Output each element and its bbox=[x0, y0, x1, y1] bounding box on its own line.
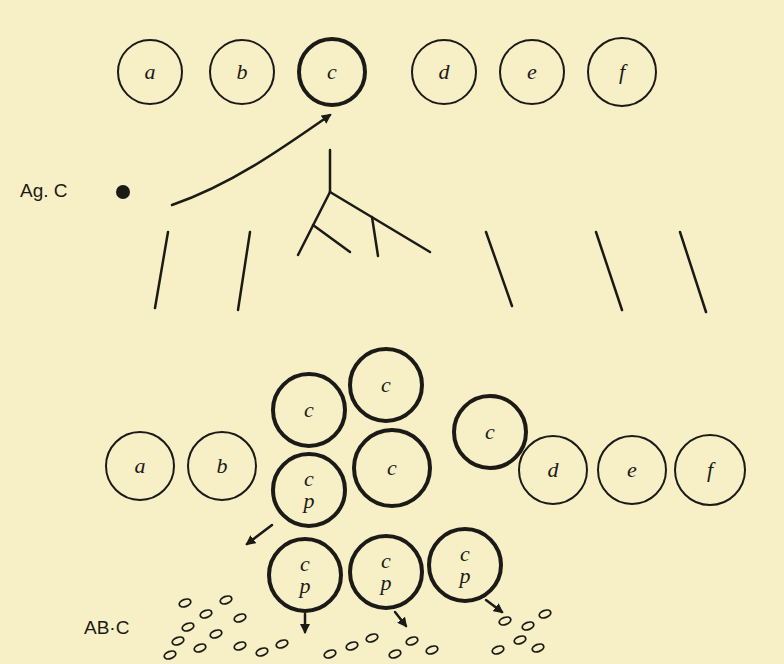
cell-circle: c bbox=[452, 394, 528, 470]
cell-circle: f bbox=[587, 37, 657, 107]
cell-circle: cp bbox=[427, 527, 503, 603]
cell-circle: e bbox=[499, 39, 565, 105]
antibody-label: AB·C bbox=[84, 617, 129, 639]
cell-letter: d bbox=[439, 61, 450, 83]
cell-circle: cp bbox=[348, 534, 424, 610]
cell-letter: f bbox=[707, 459, 713, 481]
cell-circle: d bbox=[518, 435, 588, 505]
cell-letter: e bbox=[527, 61, 537, 83]
antigen-label: Ag. C bbox=[20, 180, 68, 202]
cell-letter: p bbox=[460, 565, 471, 587]
cell-circle: cp bbox=[271, 452, 347, 528]
cell-letter: c bbox=[300, 553, 310, 575]
cell-letter: a bbox=[135, 455, 146, 477]
cell-circle: a bbox=[105, 431, 175, 501]
cell-circle: c bbox=[271, 372, 347, 448]
cell-letter: p bbox=[300, 575, 311, 597]
cell-circle: e bbox=[597, 435, 667, 505]
cell-letter: f bbox=[619, 61, 625, 83]
cell-letter: c bbox=[327, 61, 337, 83]
cell-letter: c bbox=[387, 457, 397, 479]
cell-letter: c bbox=[304, 468, 314, 490]
cell-circle: cp bbox=[267, 537, 343, 613]
cell-letter: c bbox=[381, 374, 391, 396]
cell-letter: c bbox=[460, 543, 470, 565]
cell-letter: p bbox=[304, 490, 315, 512]
cell-letter: b bbox=[237, 61, 248, 83]
cell-circle: b bbox=[187, 431, 257, 501]
cell-letter: b bbox=[217, 455, 228, 477]
cell-circle: d bbox=[411, 39, 477, 105]
cell-circle: f bbox=[674, 434, 746, 506]
cell-letter: d bbox=[548, 459, 559, 481]
cell-circle: b bbox=[209, 39, 275, 105]
cell-letter: p bbox=[381, 572, 392, 594]
cell-letter: c bbox=[381, 550, 391, 572]
cell-circle: c bbox=[348, 347, 424, 423]
cell-letter: c bbox=[304, 399, 314, 421]
cell-circle: a bbox=[117, 39, 183, 105]
cell-letter: c bbox=[485, 421, 495, 443]
cell-circle: c bbox=[297, 37, 367, 107]
cell-letter: e bbox=[627, 459, 637, 481]
cell-letter: a bbox=[145, 61, 156, 83]
cell-circle: c bbox=[352, 428, 432, 508]
